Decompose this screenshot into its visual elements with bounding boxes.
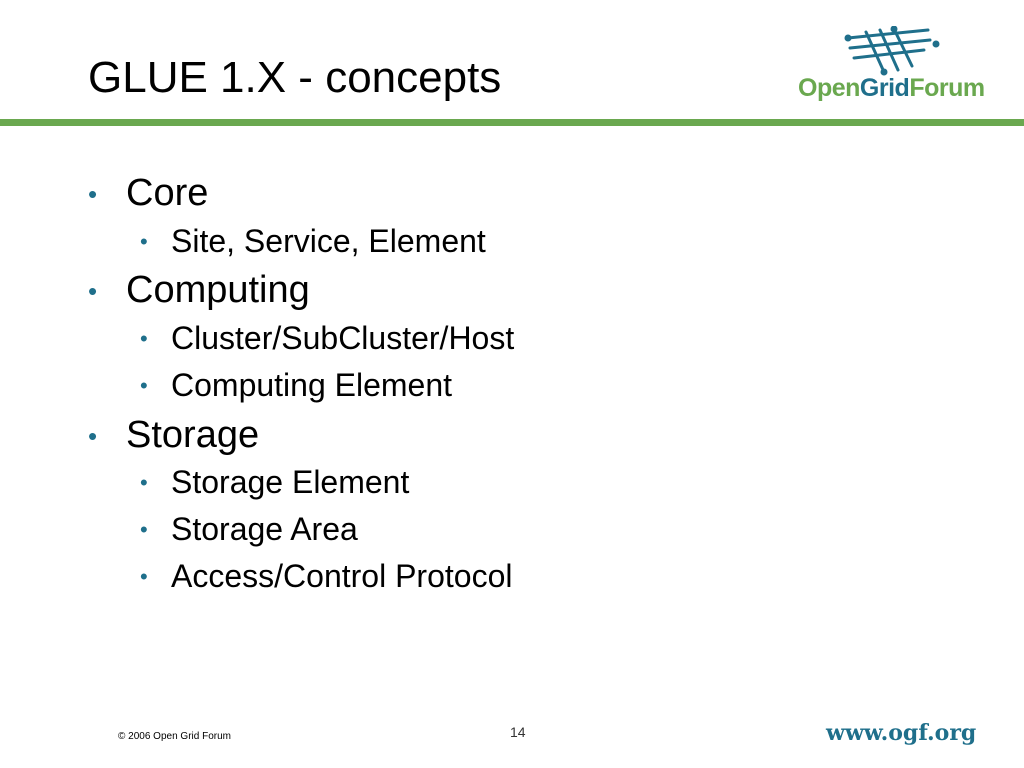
sub-bullet-text: Storage Element [171, 464, 410, 501]
bullet-icon: • [140, 517, 148, 543]
bullet-icon: • [140, 326, 148, 352]
bullet-item: • Storage [0, 414, 1024, 458]
footer-url: www.ogf.org [826, 720, 977, 746]
bullet-icon: • [140, 372, 148, 398]
sub-bullet-item: • Computing Element [0, 367, 1024, 404]
bullet-list: • Core • Site, Service, Element • Computing… [0, 172, 1024, 605]
bullet-icon: • [88, 276, 98, 307]
copyright-text: © 2006 Open Grid Forum [118, 731, 231, 742]
logo-word-forum: Forum [909, 74, 985, 102]
sub-bullet-item: • Access/Control Protocol [0, 558, 1024, 595]
bullet-item: • Computing [0, 269, 1024, 313]
sub-bullet-text: Computing Element [171, 366, 453, 403]
bullet-icon: • [140, 564, 148, 590]
page-number: 14 [510, 724, 526, 740]
sub-bullet-item: • Cluster/SubCluster/Host [0, 320, 1024, 357]
bullet-text: Computing [126, 269, 310, 312]
logo-word-open: Open [798, 74, 860, 102]
grid-logo-icon [844, 26, 940, 76]
bullet-icon: • [88, 179, 98, 209]
slide-title: GLUE 1.X - concepts [88, 53, 502, 102]
bullet-text: Core [126, 172, 209, 214]
sub-bullet-item: • Site, Service, Element [0, 223, 1024, 260]
sub-bullet-text: Site, Service, Element [171, 222, 486, 259]
bullet-item: • Core [0, 172, 1024, 216]
sub-bullet-item: • Storage Area [0, 511, 1024, 548]
bullet-text: Storage [126, 413, 260, 456]
title-divider [0, 119, 1024, 126]
sub-bullet-text: Access/Control Protocol [171, 558, 513, 595]
ogf-logo: OpenGridForum [796, 26, 986, 104]
sub-bullet-item: • Storage Element [0, 464, 1024, 501]
bullet-icon: • [88, 420, 98, 451]
logo-word-grid: Grid [859, 74, 910, 102]
sub-bullet-text: Storage Area [171, 511, 358, 548]
logo-wordmark: OpenGridForum [798, 74, 985, 103]
bullet-icon: • [140, 470, 148, 496]
bullet-icon: • [140, 228, 148, 254]
sub-bullet-text: Cluster/SubCluster/Host [171, 320, 515, 357]
